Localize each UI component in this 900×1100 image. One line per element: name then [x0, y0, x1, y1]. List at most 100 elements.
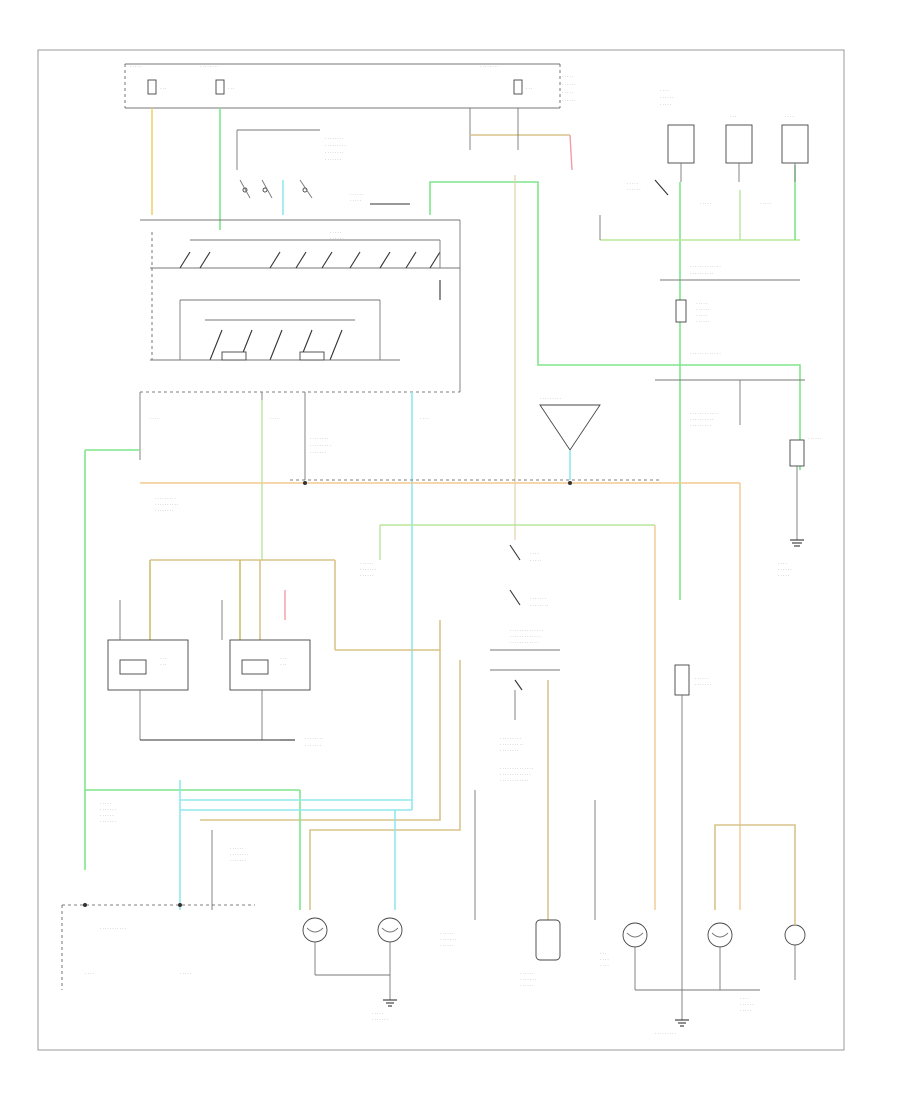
svg-text:· · ·: · · ·	[228, 86, 234, 91]
svg-text:· · · · · ·: · · · · · ·	[520, 971, 534, 976]
svg-text:· · · · ·: · · · · ·	[330, 230, 341, 235]
svg-text:· · · · · · · · ·: · · · · · · · · ·	[155, 496, 176, 501]
connector-right-lower	[674, 664, 690, 696]
svg-text:· · · · · · · ·: · · · · · · · ·	[200, 64, 218, 69]
svg-text:· · ·: · · ·	[160, 656, 166, 661]
wire-tan-lower-center	[200, 620, 596, 920]
svg-text:· · · · · · · · ·: · · · · · · · · ·	[325, 143, 346, 148]
svg-text:· · · · · ·: · · · · · ·	[562, 98, 576, 103]
svg-text:· · · · ·: · · · · ·	[627, 181, 638, 186]
svg-text:· · · · · · ·: · · · · · · ·	[695, 682, 711, 687]
lamp-bulb-icon	[622, 922, 648, 948]
fuse-right	[513, 79, 523, 95]
main-switch-box: · · · · · · · · · · ·	[140, 219, 461, 393]
svg-text:· · · · · · · · ·: · · · · · · · · ·	[690, 423, 711, 428]
fuse-right-middle	[675, 299, 687, 323]
lamp-bulb-icon	[377, 917, 403, 943]
top-right-switch-cluster: · · · · · · · · · · · · · · · · · · · · …	[627, 88, 809, 206]
svg-text:· · · · · · ·: · · · · · · ·	[440, 937, 456, 942]
svg-text:· · · · · · · · · · · ·: · · · · · · · · · · · ·	[690, 411, 718, 416]
svg-text:· · · · · · · ·: · · · · · · · ·	[155, 508, 173, 513]
ground-symbol: · · · · · · · · · · · ·	[372, 999, 397, 1022]
ground-symbol: · · · · · · · · ·	[655, 1019, 689, 1036]
lower-left-wiring: · · · · · · · · · · · · · · · · · · · · …	[85, 780, 412, 910]
svg-text:· · · ·: · · · ·	[85, 971, 94, 976]
svg-text:· · ·: · · ·	[280, 662, 286, 667]
svg-text:· · · · · ·: · · · · · ·	[740, 1002, 754, 1007]
svg-text:· · · · · · · · · · · · ·: · · · · · · · · · · · · ·	[690, 264, 721, 269]
svg-text:· · · · · · · ·: · · · · · · · ·	[305, 736, 323, 741]
svg-text:· · · · · · · · · · ·: · · · · · · · · · · ·	[100, 926, 126, 931]
svg-text:· · ·: · · ·	[160, 662, 166, 667]
svg-text:· · ·: · · ·	[160, 86, 166, 91]
right-middle-connectors: · · · · · · · · · · · · · · · · · · · · …	[655, 264, 822, 578]
svg-text:· · · ·: · · · ·	[530, 551, 539, 556]
fuse-center	[215, 79, 225, 95]
svg-text:· · · · ·: · · · · ·	[660, 102, 671, 107]
svg-text:· · · ·: · · · ·	[740, 996, 749, 1001]
svg-text:· · · · · · · · · · · · ·: · · · · · · · · · · · · ·	[500, 772, 531, 777]
lamp-bulb-icon	[302, 917, 328, 943]
middle-bus: · · · · · · · · · · · · · · · · · · · · …	[84, 392, 741, 910]
svg-text:· · · · · · · ·: · · · · · · · ·	[530, 603, 548, 608]
svg-text:· · ·: · · ·	[600, 951, 606, 956]
svg-text:· · · · · · ·: · · · · · · ·	[360, 567, 376, 572]
svg-text:· · · · · ·: · · · · · ·	[627, 187, 641, 192]
svg-text:· · · · · ·: · · · · · ·	[696, 307, 710, 312]
svg-text:· · · · · · · · · · · · · ·: · · · · · · · · · · · · · ·	[500, 766, 533, 771]
svg-text:· · · ·: · · · ·	[660, 88, 669, 93]
svg-text:· · · · · ·: · · · · · ·	[100, 813, 114, 818]
switch-label-box-left	[221, 351, 247, 361]
relay-cluster-left: · · · · · · · · · · · · · · · · · · · · …	[107, 496, 440, 748]
connector-right-edge	[789, 439, 805, 467]
svg-text:· · · · ·: · · · · ·	[760, 201, 771, 206]
relay-center	[725, 124, 753, 164]
svg-text:· · · · · · ·: · · · · · · ·	[305, 743, 321, 748]
svg-text:· · · · · · · ·: · · · · · · · ·	[500, 748, 518, 753]
svg-text:· · · · ·: · · · · ·	[700, 201, 711, 206]
lamp-row-bottom	[302, 917, 806, 1000]
svg-text:· · · · · · · · ·: · · · · · · · · ·	[540, 396, 561, 401]
svg-text:· · ·: · · ·	[280, 656, 286, 661]
svg-text:· · · · · ·: · · · · · ·	[778, 567, 792, 572]
svg-text:· · · ·: · · · ·	[600, 957, 609, 962]
svg-text:· · · · · · ·: · · · · · · ·	[325, 157, 341, 162]
relay-coil-a	[119, 659, 147, 675]
svg-text:· · · · ·: · · · · ·	[778, 573, 789, 578]
diagram-frame	[37, 49, 845, 1051]
svg-text:· · · · · ·: · · · · · ·	[440, 931, 454, 936]
svg-text:· · ·: · · ·	[730, 114, 736, 119]
svg-text:· · · · · ·: · · · · · ·	[360, 561, 374, 566]
wire-green-right-loop	[429, 165, 801, 600]
right-ground-path: · · · · · · · · · · · · ·	[674, 664, 711, 1020]
svg-text:· · · · · · · · ·: · · · · · · · · ·	[310, 443, 331, 448]
svg-text:· · · · · · · · · · · · ·: · · · · · · · · · · · · ·	[510, 634, 541, 639]
svg-text:· · · · · · · · · ·: · · · · · · · · · ·	[155, 502, 178, 507]
svg-text:· · · · · · · ·: · · · · · · · ·	[310, 436, 328, 441]
svg-text:· · · · · ·: · · · · · ·	[520, 983, 534, 988]
svg-text:· · · · ·: · · · · ·	[562, 90, 573, 95]
svg-text:· · · · · ·: · · · · · ·	[562, 82, 576, 87]
svg-text:· · · · ·: · · · · ·	[562, 74, 573, 79]
svg-text:· · · · · ·: · · · · · ·	[440, 943, 454, 948]
svg-text:· · · · · · · · · ·: · · · · · · · · · ·	[690, 417, 713, 422]
svg-text:· · ·: · · ·	[526, 86, 532, 91]
fuse-left	[147, 79, 157, 95]
relay-right	[781, 124, 809, 164]
svg-text:· · · · ·: · · · · ·	[130, 64, 141, 69]
bottom-left-component: · · · · · · · · · · · · · · · · · · · ·	[61, 903, 255, 990]
svg-text:· · · · ·: · · · · ·	[696, 313, 707, 318]
wire-tan-right-bottom	[714, 824, 796, 925]
svg-text:· · · · · · ·: · · · · · · ·	[230, 858, 246, 863]
svg-text:· · · · ·: · · · · ·	[350, 198, 361, 203]
switch-label-box-right	[299, 351, 325, 361]
svg-text:· · · · · ·: · · · · · ·	[696, 319, 710, 324]
headlamp-switch-top: · · · · · · · · · · · · · · · · · · · · …	[236, 129, 410, 215]
svg-text:· · · · · ·: · · · · · ·	[350, 192, 364, 197]
svg-text:· · · ·: · · · ·	[150, 416, 159, 421]
svg-text:· · · · · ·: · · · · · ·	[808, 436, 822, 441]
svg-text:· · · · ·: · · · · ·	[696, 301, 707, 306]
svg-text:· · · · · ·: · · · · · ·	[660, 95, 674, 100]
wire-green-mid-horizontal: · · · · · · · · · · · · · · · · · · ·	[360, 524, 656, 910]
